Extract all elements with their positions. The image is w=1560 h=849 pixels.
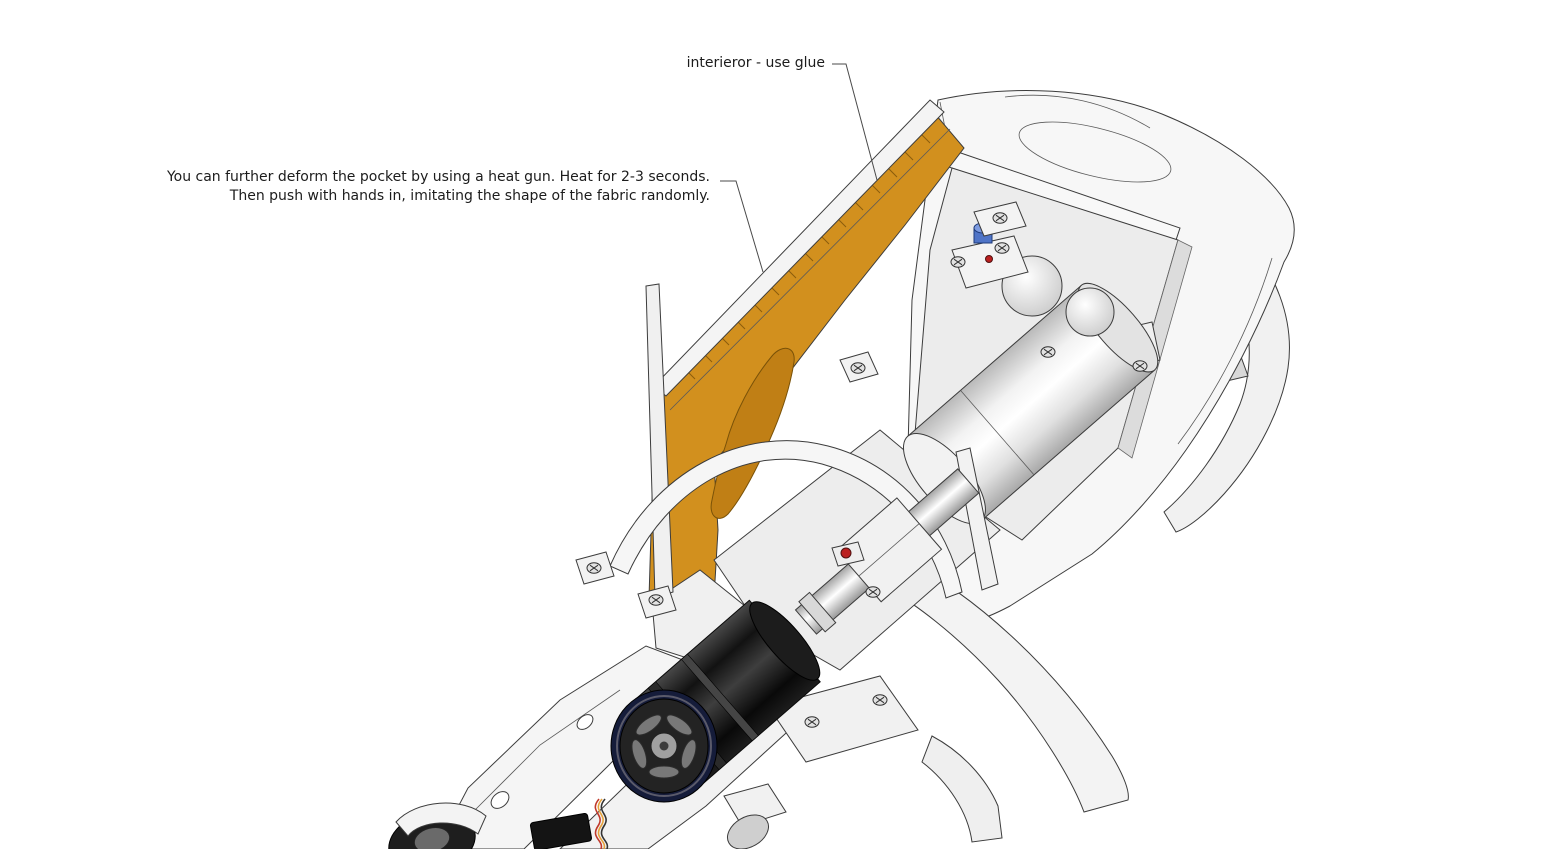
flywheel-ring <box>616 695 712 797</box>
front-left-fender <box>395 802 487 837</box>
leader-interior-glue <box>832 63 878 181</box>
front-left-hub <box>413 827 451 849</box>
windshield-arch <box>609 440 963 599</box>
annotation-interior-glue-text: interieror - use glue <box>686 55 825 71</box>
chassis-hole-1 <box>490 791 510 809</box>
steering-bracket <box>723 783 787 827</box>
skirt-bracket <box>921 735 1003 843</box>
lower-body-skirt <box>875 557 1129 843</box>
fabric-pocket <box>710 347 795 519</box>
flywheel-shaft-hole <box>659 741 669 751</box>
coupler <box>798 591 837 633</box>
rib-band-line <box>669 128 951 411</box>
flywheel-spokes <box>631 714 697 779</box>
motor <box>610 599 821 803</box>
chassis-edge-line <box>469 689 621 816</box>
annotation-heat-gun: You can further deform the pocket by usi… <box>110 168 710 206</box>
leader-lines <box>720 63 878 273</box>
servo <box>529 812 592 849</box>
chassis-hole-2 <box>576 714 594 730</box>
red-indicator-top <box>985 255 993 263</box>
body-side-rail <box>653 99 945 397</box>
annotation-heat-gun-line2: Then push with hands in, imitating the s… <box>229 188 710 204</box>
deck-seam <box>1004 94 1151 129</box>
annotation-interior-glue: interieror - use glue <box>500 54 825 73</box>
gearbox-red-screw <box>831 541 865 567</box>
carb-dome-small <box>1065 287 1115 337</box>
leader-heat-gun <box>720 180 764 273</box>
driveshaft-assembly <box>794 468 980 635</box>
deck-hatch <box>1018 121 1172 183</box>
body-seam <box>1177 257 1273 445</box>
servo-wires <box>594 798 609 849</box>
idler-wheel <box>727 814 769 849</box>
annotation-heat-gun-line1: You can further deform the pocket by usi… <box>166 169 710 185</box>
